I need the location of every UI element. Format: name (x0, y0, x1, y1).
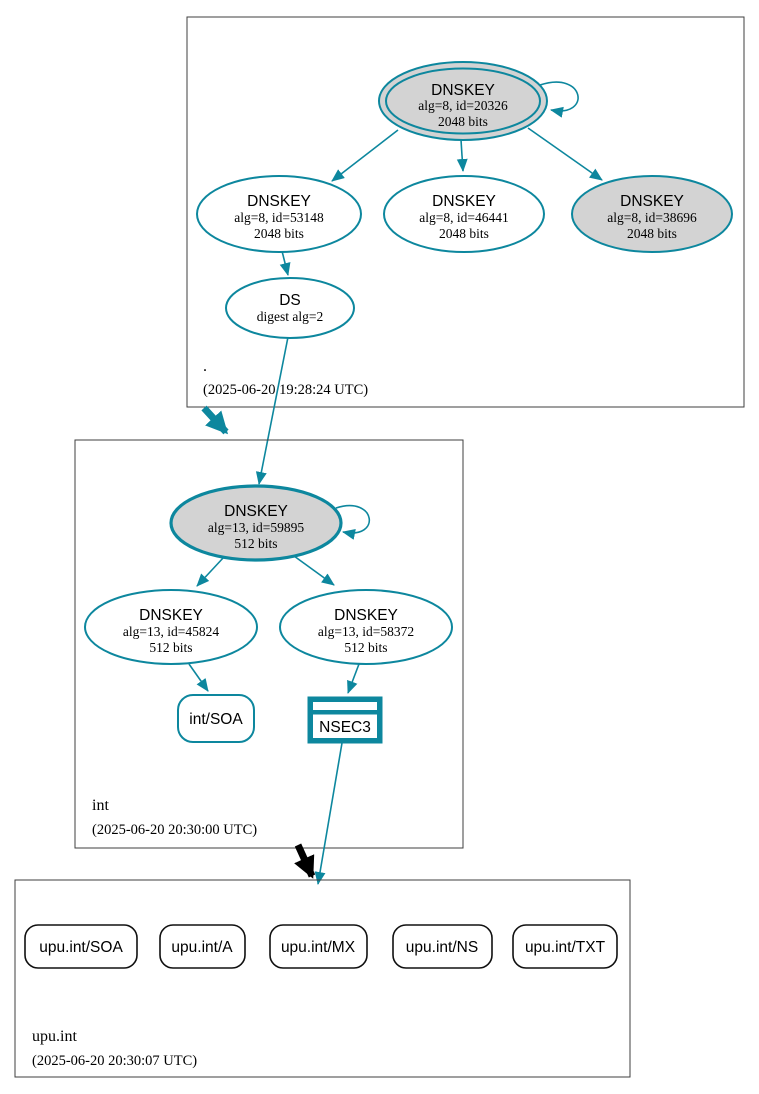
edge-ksk20326-to-dnskey46441 (456, 139, 468, 172)
edges-int-zone (188, 505, 370, 694)
node-rrset-upu-mx[interactable]: upu.int/MX (269, 924, 368, 969)
edge-ksk59895-selfloop (335, 505, 370, 540)
edge-ksk20326-to-dnskey53148 (331, 129, 399, 182)
node-rrset-upu-txt[interactable]: upu.int/TXT (512, 924, 618, 969)
node-detail: alg=13, id=45824 (123, 624, 219, 639)
edge-dnskey58372-to-nsec3 (347, 663, 360, 694)
node-detail: 2048 bits (627, 226, 677, 241)
node-detail: 2048 bits (439, 226, 489, 241)
node-rrset-int-soa[interactable]: int/SOA (177, 694, 255, 743)
node-dnskey-46441[interactable]: DNSKEY alg=8, id=46441 2048 bits (383, 175, 545, 253)
edge-ksk20326-to-dnskey38696 (527, 127, 603, 181)
zone-border-upu-int (14, 879, 631, 1078)
zone-name-root: . (203, 358, 207, 375)
rrset-label: int/SOA (189, 711, 243, 728)
edge-ds-to-int-ksk59895 (255, 336, 289, 485)
rrset-label: upu.int/TXT (525, 939, 606, 956)
node-dnskey-58372[interactable]: DNSKEY alg=13, id=58372 512 bits (279, 589, 453, 665)
node-rrset-upu-a[interactable]: upu.int/A (159, 924, 246, 969)
node-type: DNSKEY (247, 193, 311, 210)
edge-zone-int-to-upuint (294, 843, 316, 879)
zone-border-int (74, 439, 464, 849)
node-detail: alg=8, id=38696 (607, 210, 697, 225)
edge-ksk59895-to-dnskey45824 (196, 556, 225, 587)
zone-box-root: . (2025-06-20 19:28:24 UTC) (186, 16, 745, 408)
node-dnskey-59895[interactable]: DNSKEY alg=13, id=59895 512 bits (169, 484, 343, 562)
rrset-label: upu.int/SOA (39, 939, 123, 956)
node-ds-root[interactable]: DS digest alg=2 (225, 277, 355, 339)
rrset-label: NSEC3 (319, 719, 371, 736)
node-detail: alg=8, id=53148 (234, 210, 324, 225)
rrset-label: upu.int/A (171, 939, 233, 956)
node-detail: alg=8, id=46441 (419, 210, 508, 225)
zone-box-upu-int: upu.int (2025-06-20 20:30:07 UTC) (14, 879, 631, 1078)
zone-name-upu-int: upu.int (32, 1028, 77, 1045)
node-detail: 2048 bits (438, 114, 488, 129)
node-nsec3[interactable]: NSEC3 (307, 696, 383, 744)
zone-timestamp-root: (2025-06-20 19:28:24 UTC) (203, 382, 368, 398)
node-detail: digest alg=2 (257, 309, 323, 324)
node-rrset-upu-soa[interactable]: upu.int/SOA (24, 924, 138, 969)
zone-border-root (186, 16, 745, 408)
zone-timestamp-upu-int: (2025-06-20 20:30:07 UTC) (32, 1053, 197, 1069)
zone-box-int: int (2025-06-20 20:30:00 UTC) (74, 439, 464, 849)
zone-name-int: int (92, 797, 109, 814)
node-rrset-upu-ns[interactable]: upu.int/NS (392, 924, 493, 969)
node-type: DNSKEY (620, 193, 684, 210)
node-detail: alg=13, id=58372 (318, 624, 414, 639)
zone-timestamp-int: (2025-06-20 20:30:00 UTC) (92, 822, 257, 838)
rrset-label: upu.int/NS (406, 939, 478, 956)
edge-dnskey53148-to-ds (279, 250, 291, 276)
edge-nsec3-to-upuint (314, 742, 343, 885)
edge-zone-root-to-int (201, 405, 229, 435)
node-dnskey-38696[interactable]: DNSKEY alg=8, id=38696 2048 bits (571, 175, 733, 253)
rrset-label: upu.int/MX (281, 939, 356, 956)
edges-root-zone (279, 81, 603, 276)
node-type: DNSKEY (139, 607, 203, 624)
node-type: DS (279, 292, 301, 309)
node-type: DNSKEY (224, 503, 288, 520)
node-detail: 2048 bits (254, 226, 304, 241)
node-dnskey-45824[interactable]: DNSKEY alg=13, id=45824 512 bits (84, 589, 258, 665)
node-dnskey-53148[interactable]: DNSKEY alg=8, id=53148 2048 bits (196, 175, 362, 253)
node-type: DNSKEY (431, 82, 495, 99)
node-type: DNSKEY (432, 193, 496, 210)
node-detail: 512 bits (344, 640, 387, 655)
node-detail: 512 bits (149, 640, 192, 655)
edge-dnskey45824-to-intsoa (188, 663, 209, 692)
node-dnskey-20326[interactable]: DNSKEY alg=8, id=20326 2048 bits (378, 61, 548, 141)
node-detail: alg=8, id=20326 (418, 98, 508, 113)
edge-ksk20326-selfloop (539, 81, 579, 118)
node-detail: alg=13, id=59895 (208, 520, 304, 535)
edge-ksk59895-to-dnskey58372 (293, 555, 335, 586)
node-type: DNSKEY (334, 607, 398, 624)
node-detail: 512 bits (234, 536, 277, 551)
